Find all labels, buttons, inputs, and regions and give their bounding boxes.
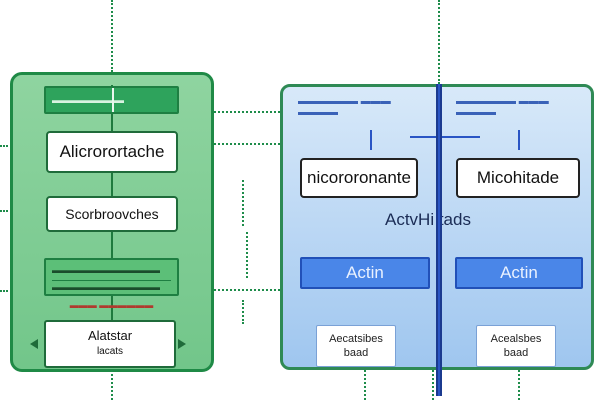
right-service-left[interactable]: nicororonante [300, 158, 418, 198]
action-left-label: Actin [346, 263, 384, 282]
action-button-right[interactable]: Actin [455, 257, 583, 289]
left-second-label: Scorbroovches [65, 206, 159, 222]
connector-bottom-3 [518, 370, 520, 400]
right-header-left: ▬▬▬▬▬▬ ▬▬▬ ▬▬▬▬ [298, 96, 391, 118]
right-small-left-line2: baad [343, 347, 369, 359]
right-service-right-label: Micohitade [476, 168, 560, 187]
right-small-left-line1: Aecatsibes [329, 333, 383, 345]
left-bottom-line2: lacats [96, 346, 124, 357]
connector-h-1 [214, 111, 280, 113]
connector-v-b [246, 232, 248, 278]
left-service-label: Alicrorortache [59, 142, 165, 161]
connector-bottom-1 [364, 370, 366, 400]
action-right-label: Actin [500, 263, 538, 282]
left-panel-header-text: ▬▬▬▬▬▬▬▬ [52, 95, 124, 105]
connector-h-2 [214, 143, 280, 145]
left-tick-3 [0, 290, 8, 292]
left-service-box[interactable]: Alicrorortache [46, 131, 178, 173]
right-service-left-label: nicororonante [307, 168, 411, 187]
left-panel-header: ▬▬▬▬▬▬▬▬ [44, 86, 179, 114]
right-connector-horizontal [410, 136, 480, 138]
left-panel-header-divider [112, 88, 114, 112]
left-tick-1 [0, 145, 8, 147]
connector-h-3 [214, 289, 280, 291]
right-middle-label: ActvHi tads [385, 210, 471, 229]
right-connector-stub-left [370, 130, 372, 150]
right-arrow-icon [178, 339, 186, 349]
left-sublabel: ▬▬▬ ▬▬▬▬▬▬ [69, 300, 154, 310]
right-small-right[interactable]: Acealsbes baad [476, 325, 556, 367]
right-service-right[interactable]: Micohitade [456, 158, 580, 198]
left-bottom-box[interactable]: Alatstar lacats [44, 320, 176, 368]
connector-v-c [242, 300, 244, 324]
right-small-left[interactable]: Aecatsibes baad [316, 325, 396, 367]
left-bar: ▬▬▬▬▬▬▬▬▬▬▬▬ ▬▬▬▬▬▬▬▬▬▬▬▬ [44, 258, 179, 296]
right-small-right-line2: baad [503, 347, 529, 359]
right-small-right-line1: Acealsbes [490, 333, 542, 345]
right-panel-divider [436, 84, 442, 396]
connector-v-a [242, 180, 244, 226]
left-second-box[interactable]: Scorbroovches [46, 196, 178, 232]
connector-top-left [111, 0, 113, 72]
right-header-right: ▬▬▬▬▬▬ ▬▬▬ ▬▬▬▬ [456, 96, 549, 118]
connector-bottom-left [111, 370, 113, 400]
connector-top-right [438, 0, 440, 84]
left-bar-line1: ▬▬▬▬▬▬▬▬▬▬▬▬ [52, 265, 160, 275]
left-arrow-icon [30, 339, 38, 349]
left-bar-line2: ▬▬▬▬▬▬▬▬▬▬▬▬ [52, 280, 171, 293]
connector-bottom-2 [432, 370, 434, 400]
right-connector-stub-right [518, 130, 520, 150]
left-bottom-line1: Alatstar [87, 328, 133, 343]
action-button-left[interactable]: Actin [300, 257, 430, 289]
left-tick-2 [0, 210, 8, 212]
